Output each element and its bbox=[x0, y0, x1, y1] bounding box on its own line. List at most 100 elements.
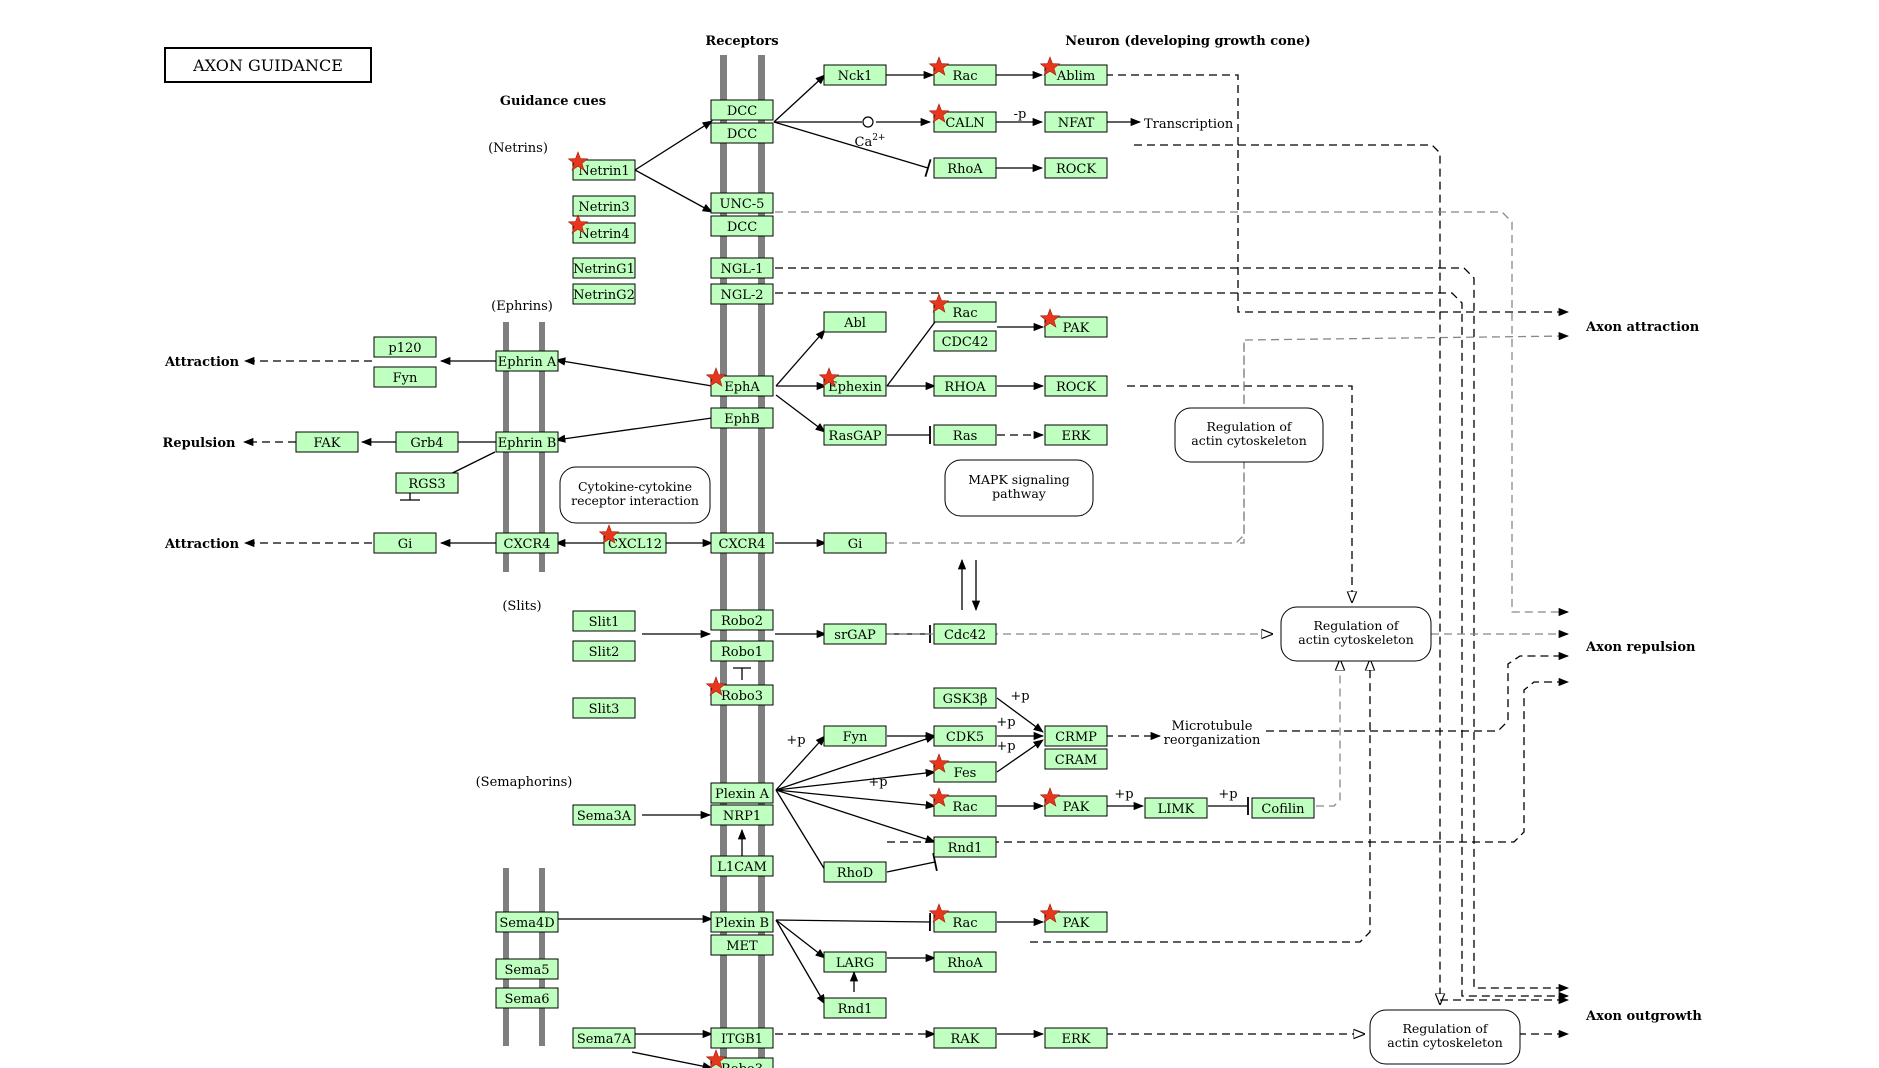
gene-cxcl12[interactable]: CXCL12 bbox=[598, 524, 667, 554]
gene-nfat[interactable]: NFAT bbox=[1044, 111, 1108, 133]
gene-gsk3b[interactable]: GSK3β bbox=[933, 687, 997, 709]
gene-itgb1[interactable]: ITGB1 bbox=[710, 1027, 774, 1049]
gene-pak-2[interactable]: PAK bbox=[1039, 787, 1108, 817]
gene-rock-1[interactable]: ROCK bbox=[1044, 157, 1108, 179]
star-icon bbox=[928, 56, 950, 76]
gene-label: ITGB1 bbox=[721, 1032, 763, 1047]
gene-larg[interactable]: LARG bbox=[823, 951, 887, 973]
gene-rac-1[interactable]: Rac bbox=[928, 56, 997, 86]
gene-sema4d[interactable]: Sema4D bbox=[495, 911, 559, 933]
gene-cdc42-2[interactable]: Cdc42 bbox=[933, 623, 997, 645]
map-actin-1[interactable]: Regulation of actin cytoskeleton bbox=[1174, 407, 1324, 463]
gene-rac-3[interactable]: Rac bbox=[928, 787, 997, 817]
gene-erk-2[interactable]: ERK bbox=[1044, 1027, 1108, 1049]
gene-rasgap[interactable]: RasGAP bbox=[823, 424, 887, 446]
gene-robo2[interactable]: Robo2 bbox=[710, 609, 774, 631]
gene-pak-3[interactable]: PAK bbox=[1039, 903, 1108, 933]
gene-dcc-c[interactable]: DCC bbox=[710, 215, 774, 237]
gene-label: L1CAM bbox=[717, 860, 767, 875]
gene-fyn-1[interactable]: Fyn bbox=[373, 366, 437, 388]
gene-pak-1[interactable]: PAK bbox=[1039, 308, 1108, 338]
gene-rhoa-2[interactable]: RHOA bbox=[933, 375, 997, 397]
gene-cxcr4-right[interactable]: CXCR4 bbox=[710, 532, 774, 554]
gene-cofilin[interactable]: Cofilin bbox=[1251, 797, 1315, 819]
map-actin-2[interactable]: Regulation of actin cytoskeleton bbox=[1280, 606, 1432, 662]
gene-rac-2[interactable]: Rac bbox=[928, 293, 997, 323]
gene-cdk5[interactable]: CDK5 bbox=[933, 725, 997, 747]
gene-label: Slit3 bbox=[589, 702, 620, 717]
gene-rak[interactable]: RAK bbox=[933, 1027, 997, 1049]
gene-p120[interactable]: p120 bbox=[373, 336, 437, 358]
gene-epha[interactable]: EphA bbox=[705, 367, 774, 397]
map-mapk[interactable]: MAPK signaling pathway bbox=[944, 459, 1094, 517]
gene-rhoa-1[interactable]: RhoA bbox=[933, 157, 997, 179]
gene-netrin1[interactable]: Netrin1 bbox=[567, 151, 636, 181]
gene-sema3a[interactable]: Sema3A bbox=[572, 804, 636, 826]
gene-rhoa-3[interactable]: RhoA bbox=[933, 951, 997, 973]
map-cytokine[interactable]: Cytokine-cytokine receptor interaction bbox=[559, 466, 711, 524]
gene-plexina[interactable]: Plexin A bbox=[710, 782, 774, 804]
gene-netrin4[interactable]: Netrin4 bbox=[567, 214, 636, 244]
gene-ablim[interactable]: Ablim bbox=[1039, 56, 1108, 86]
gene-sema6[interactable]: Sema6 bbox=[495, 987, 559, 1009]
gene-l1cam[interactable]: L1CAM bbox=[710, 855, 774, 877]
gene-slit1[interactable]: Slit1 bbox=[572, 610, 636, 632]
gene-ephexin[interactable]: Ephexin bbox=[818, 367, 887, 397]
gene-cram[interactable]: CRAM bbox=[1044, 748, 1108, 770]
gene-plexinb[interactable]: Plexin B bbox=[710, 911, 774, 933]
gene-fyn-2[interactable]: Fyn bbox=[823, 725, 887, 747]
gene-abl[interactable]: Abl bbox=[823, 311, 887, 333]
gene-label: DCC bbox=[727, 127, 757, 142]
gene-slit3[interactable]: Slit3 bbox=[572, 697, 636, 719]
minus-p-label: -p bbox=[1014, 107, 1027, 122]
gene-srgap[interactable]: srGAP bbox=[823, 623, 887, 645]
gene-limk[interactable]: LIMK bbox=[1144, 797, 1208, 819]
gene-ephrin-b[interactable]: Ephrin B bbox=[495, 431, 559, 453]
gene-nrp1[interactable]: NRP1 bbox=[710, 804, 774, 826]
gene-label: RhoA bbox=[947, 956, 983, 971]
gene-rock-2[interactable]: ROCK bbox=[1044, 375, 1108, 397]
gene-dcc-b[interactable]: DCC bbox=[710, 122, 774, 144]
gene-nck1[interactable]: Nck1 bbox=[823, 64, 887, 86]
gene-slit2[interactable]: Slit2 bbox=[572, 640, 636, 662]
gene-netring1[interactable]: NetrinG1 bbox=[572, 257, 636, 279]
gene-netrin3[interactable]: Netrin3 bbox=[572, 195, 636, 217]
gene-fak[interactable]: FAK bbox=[295, 431, 359, 453]
gene-fes[interactable]: Fes bbox=[928, 753, 997, 783]
gene-label: Ephrin B bbox=[498, 436, 557, 451]
gene-met[interactable]: MET bbox=[710, 934, 774, 956]
gene-ngl1[interactable]: NGL-1 bbox=[710, 257, 774, 279]
microtubule-label-2: reorganization bbox=[1164, 733, 1261, 748]
gene-robo3[interactable]: Robo3 bbox=[705, 676, 774, 706]
gene-ras[interactable]: Ras bbox=[933, 424, 997, 446]
gene-rgs3[interactable]: RGS3 bbox=[395, 472, 459, 494]
gene-unc5[interactable]: UNC-5 bbox=[710, 192, 774, 214]
gene-robo3-partial[interactable]: Robo3 bbox=[705, 1049, 774, 1068]
gene-sema5[interactable]: Sema5 bbox=[495, 958, 559, 980]
gene-cdc42-1[interactable]: CDC42 bbox=[933, 330, 997, 352]
gene-crmp[interactable]: CRMP bbox=[1044, 725, 1108, 747]
gene-caln[interactable]: CALN bbox=[928, 103, 997, 133]
gene-erk-1[interactable]: ERK bbox=[1044, 424, 1108, 446]
gene-rhod[interactable]: RhoD bbox=[823, 861, 887, 883]
gene-ephb[interactable]: EphB bbox=[710, 407, 774, 429]
gene-cxcr4-left[interactable]: CXCR4 bbox=[495, 532, 559, 554]
gene-label: CRMP bbox=[1055, 730, 1097, 745]
gene-netring2[interactable]: NetrinG2 bbox=[572, 283, 636, 305]
gene-gi-right[interactable]: Gi bbox=[823, 532, 887, 554]
gene-sema7a[interactable]: Sema7A bbox=[572, 1027, 636, 1049]
gene-robo1[interactable]: Robo1 bbox=[710, 640, 774, 662]
gene-ephrin-a[interactable]: Ephrin A bbox=[495, 350, 559, 372]
gene-ngl2[interactable]: NGL-2 bbox=[710, 283, 774, 305]
gene-rac-4[interactable]: Rac bbox=[928, 903, 997, 933]
gene-gi-left[interactable]: Gi bbox=[373, 532, 437, 554]
map-actin-3[interactable]: Regulation of actin cytoskeleton bbox=[1369, 1009, 1521, 1065]
gene-rnd1-2[interactable]: Rnd1 bbox=[823, 997, 887, 1019]
svg-text:Regulation of: Regulation of bbox=[1206, 419, 1292, 434]
gene-rnd1-1[interactable]: Rnd1 bbox=[933, 836, 997, 858]
gene-label: Robo3 bbox=[721, 689, 763, 704]
neuron-header: Neuron (developing growth cone) bbox=[1065, 34, 1310, 49]
gene-grb4[interactable]: Grb4 bbox=[395, 431, 459, 453]
outcome-axon-outgrowth: Axon outgrowth bbox=[1585, 1009, 1702, 1024]
gene-dcc-a[interactable]: DCC bbox=[710, 99, 774, 121]
